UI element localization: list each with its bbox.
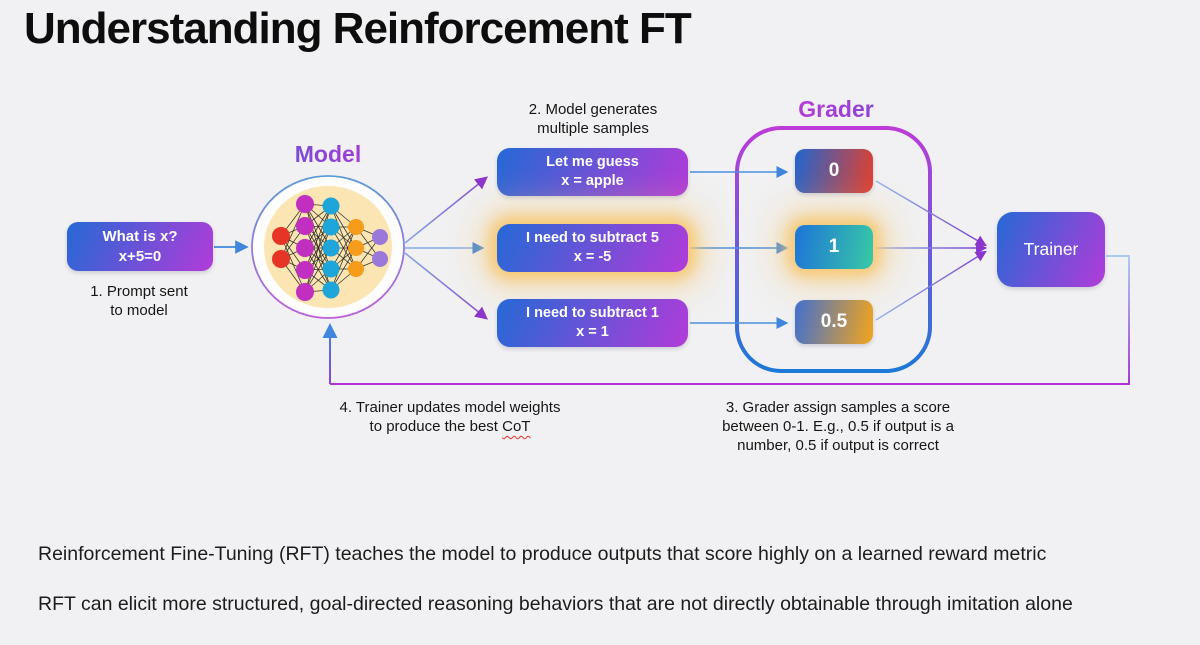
arrow-model-to-sample-3 <box>404 252 488 320</box>
neural-network-graphic <box>272 195 388 301</box>
model-label: Model <box>276 141 380 168</box>
feedback-line-right <box>1106 255 1130 383</box>
prompt-line1: What is x? <box>102 228 178 245</box>
trainer-box: Trainer <box>997 212 1105 287</box>
score-box-0: 0 <box>795 149 873 193</box>
prompt-line2: x+5=0 <box>118 247 162 265</box>
prompt-box: What is x? x+5=0 <box>67 222 213 271</box>
page-title: Understanding Reinforcement FT <box>24 4 692 53</box>
score-box-1: 1 <box>795 225 873 269</box>
step4-caption: 4. Trainer updates model weights to prod… <box>339 399 561 435</box>
arrow-score05-to-trainer <box>875 250 987 321</box>
footer-benefit-line: RFT can elicit more structured, goal-dir… <box>38 593 1073 615</box>
footer-definition-line: Reinforcement Fine-Tuning (RFT) teaches … <box>38 543 1047 565</box>
cot-word: CoT <box>502 417 531 435</box>
grader-label: Grader <box>774 96 898 123</box>
sample-box-1: Let me guess x = apple <box>497 148 688 196</box>
step3-caption: 3. Grader assign samples a score between… <box>722 399 954 454</box>
sample-box-2: I need to subtract 5 x = -5 <box>497 224 688 272</box>
score-box-05: 0.5 <box>795 300 873 344</box>
arrow-model-to-sample-1 <box>404 176 488 244</box>
sample-box-3: I need to subtract 1 x = 1 <box>497 299 688 347</box>
step1-caption: 1. Prompt sent to model <box>90 283 188 319</box>
arrow-score0-to-trainer <box>875 180 987 247</box>
grader-container <box>735 126 932 373</box>
step2-caption: 2. Model generates multiple samples <box>528 101 658 137</box>
